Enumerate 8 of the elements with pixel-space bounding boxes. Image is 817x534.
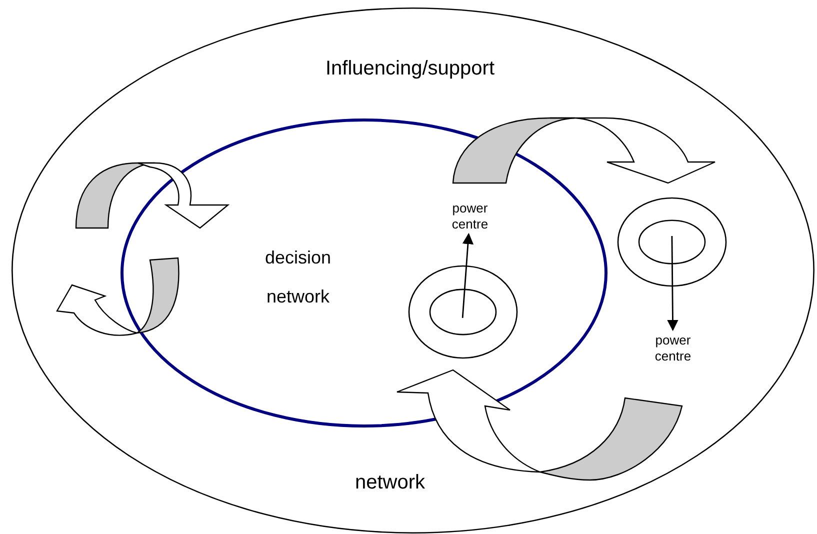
node-label: power centre xyxy=(450,200,490,232)
region-label: network xyxy=(266,286,330,308)
region-label: decision xyxy=(264,248,332,268)
arrow xyxy=(462,232,474,318)
arrow xyxy=(667,236,678,332)
region-label: Influencing/support xyxy=(326,58,494,80)
region-label: network xyxy=(354,472,426,494)
node-label: power centre xyxy=(654,332,692,364)
